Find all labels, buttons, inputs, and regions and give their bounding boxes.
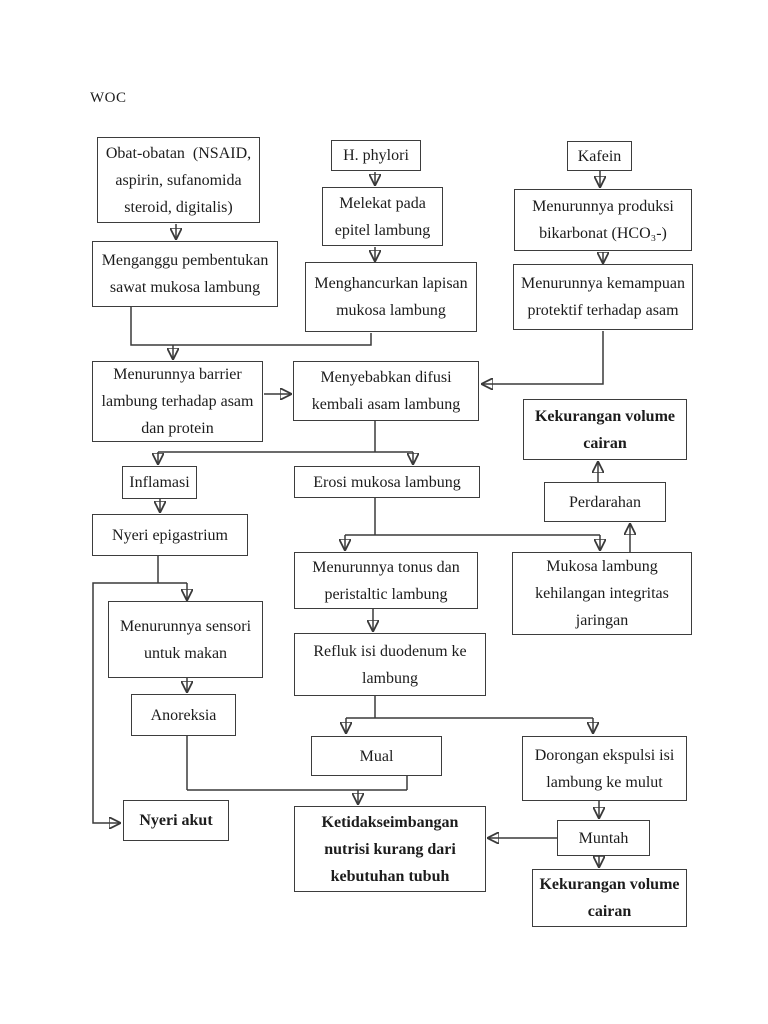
node-refluk-isi-duodenum: Refluk isi duodenum ke lambung xyxy=(294,633,486,696)
node-kekurangan-volume-cairan-2: Kekurangan volume cairan xyxy=(532,869,687,927)
node-menurunnya-produksi-bikarbonat: Menurunnya produksi bikarbonat (HCO₃-) xyxy=(514,189,692,251)
node-nyeri-epigastrium: Nyeri epigastrium xyxy=(92,514,248,556)
node-menghancurkan-lapisan: Menghancurkan lapisan mukosa lambung xyxy=(305,262,477,332)
node-melekat-pada-epitel: Melekat pada epitel lambung xyxy=(322,187,443,246)
node-dorongan-ekspulsi: Dorongan ekspulsi isi lambung ke mulut xyxy=(522,736,687,801)
page-title: WOC xyxy=(90,90,127,106)
node-muntah: Muntah xyxy=(557,820,650,856)
node-nyeri-akut: Nyeri akut xyxy=(123,800,229,841)
node-menurunnya-barrier: Menurunnya barrier lambung terhadap asam… xyxy=(92,361,263,442)
node-mukosa-kehilangan-integritas: Mukosa lambung kehilangan integritas jar… xyxy=(512,552,692,635)
node-kekurangan-volume-cairan-1: Kekurangan volume cairan xyxy=(523,399,687,460)
node-menyebabkan-difusi: Menyebabkan difusi kembali asam lambung xyxy=(293,361,479,421)
node-h-phylori: H. phylori xyxy=(331,140,421,171)
node-inflamasi: Inflamasi xyxy=(122,466,197,499)
node-anoreksia: Anoreksia xyxy=(131,694,236,736)
node-mual: Mual xyxy=(311,736,442,776)
edge-protektif-difusi xyxy=(483,331,604,384)
node-menganggu-pembentukan: Menganggu pembentukan sawat mukosa lambu… xyxy=(92,241,278,307)
node-obat-obatan: Obat-obatan (NSAID, aspirin, sufanomida … xyxy=(97,137,260,223)
node-menurunnya-sensori: Menurunnya sensori untuk makan xyxy=(108,601,263,678)
node-perdarahan: Perdarahan xyxy=(544,482,666,522)
node-kafein: Kafein xyxy=(567,141,632,171)
node-menurunnya-tonus: Menurunnya tonus dan peristaltic lambung xyxy=(294,552,478,609)
node-menurunnya-kemampuan-protektif: Menurunnya kemampuan protektif terhadap … xyxy=(513,264,693,330)
node-ketidakseimbangan-nutrisi: Ketidakseimbangan nutrisi kurang dari ke… xyxy=(294,806,486,892)
node-erosi-mukosa-lambung: Erosi mukosa lambung xyxy=(294,466,480,498)
